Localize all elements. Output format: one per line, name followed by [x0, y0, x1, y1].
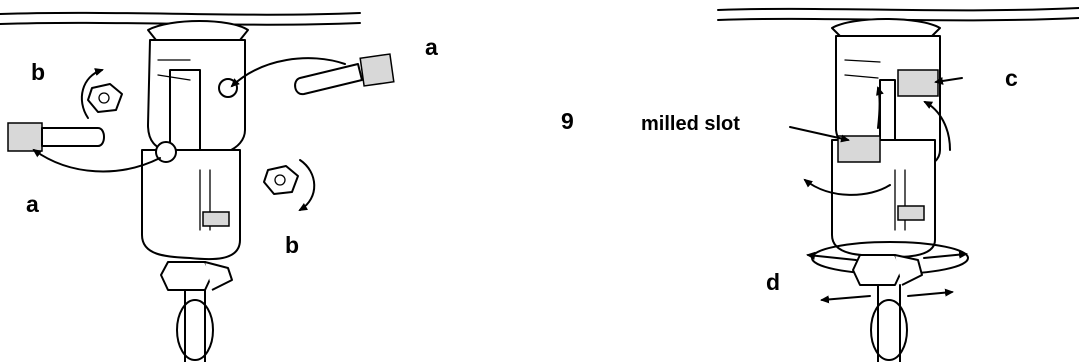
label-milled-slot: milled slot — [641, 113, 740, 135]
label-b-top-left: b — [31, 59, 45, 85]
step-number: 9 — [561, 108, 574, 134]
right-swivel-drawing — [717, 7, 1079, 362]
left-swivel-drawing — [0, 11, 395, 362]
label-a-bottom-left: a — [26, 191, 39, 217]
label-c: c — [1005, 65, 1018, 91]
label-d: d — [766, 269, 780, 295]
label-b-bottom: b — [285, 232, 299, 258]
label-a-top-right: a — [425, 34, 438, 60]
